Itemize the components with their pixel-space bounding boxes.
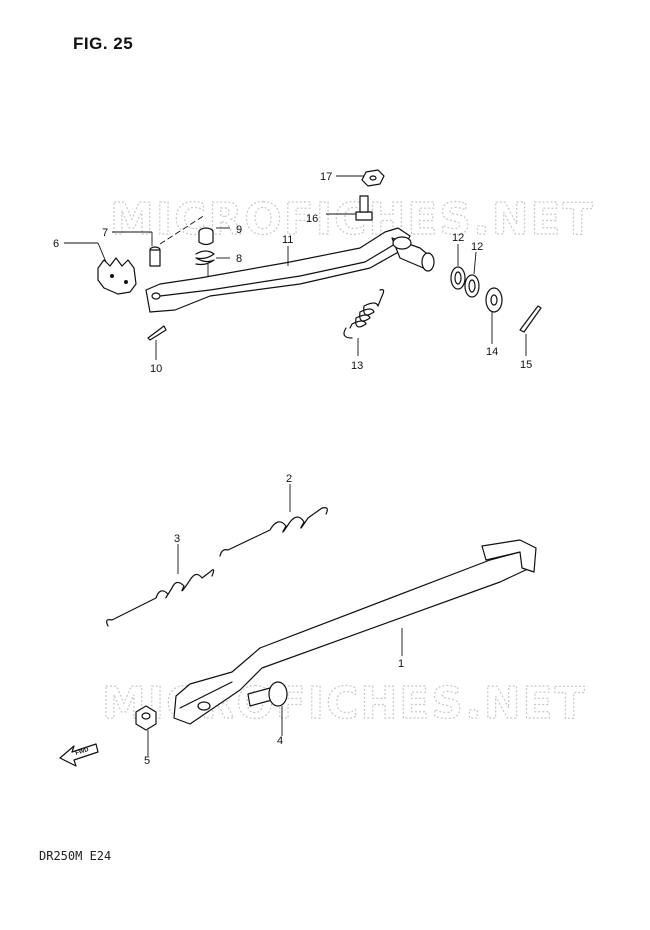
stand-spring-upper [219,507,328,557]
callout-13: 13 [351,360,363,372]
small-spring [195,250,215,266]
callout-11: 11 [282,234,293,246]
callout-7: 7 [102,227,108,239]
watermark-bottom: MICROFICHES.NET [102,678,587,729]
seal-right [464,274,480,298]
pivot-bolt [355,195,373,221]
callout-16: 16 [306,213,318,225]
callout-1: 1 [398,658,404,670]
callout-5: 5 [144,755,150,767]
callout-2: 2 [286,473,292,485]
stand-nut [135,705,157,731]
figure-title: FIG. 25 [73,34,134,53]
cotter-pin-right [519,305,542,333]
fwd-label: FWD [75,747,90,757]
stand-spring-lower [106,569,215,627]
pedal-pivot-shaft [391,236,435,272]
pedal-tip-pin [149,246,161,267]
callout-4: 4 [277,735,283,747]
washer [485,287,503,313]
brake-pedal-arm [145,227,411,313]
callout-12-right: 12 [471,241,483,253]
seal-left [450,266,466,290]
pivot-nut [361,169,385,187]
callout-8: 8 [236,253,242,265]
watermark-top: MICROFICHES.NET [110,194,595,245]
stand-pivot-bolt [247,681,288,707]
fwd-arrow-icon: FWD [59,743,99,767]
callout-3: 3 [174,533,180,545]
collar [198,227,214,246]
side-stand [173,539,537,725]
callout-9: 9 [236,224,242,236]
callout-12-left: 12 [452,232,464,244]
callout-6: 6 [53,238,59,250]
callout-17: 17 [320,171,332,183]
callout-15: 15 [520,359,532,371]
model-code: DR250M E24 [39,849,112,863]
pedal-tip [97,257,137,295]
cotter-pin-left [147,325,167,341]
callout-14: 14 [486,346,498,358]
pedal-return-spring [343,289,385,339]
callout-10: 10 [150,363,162,375]
